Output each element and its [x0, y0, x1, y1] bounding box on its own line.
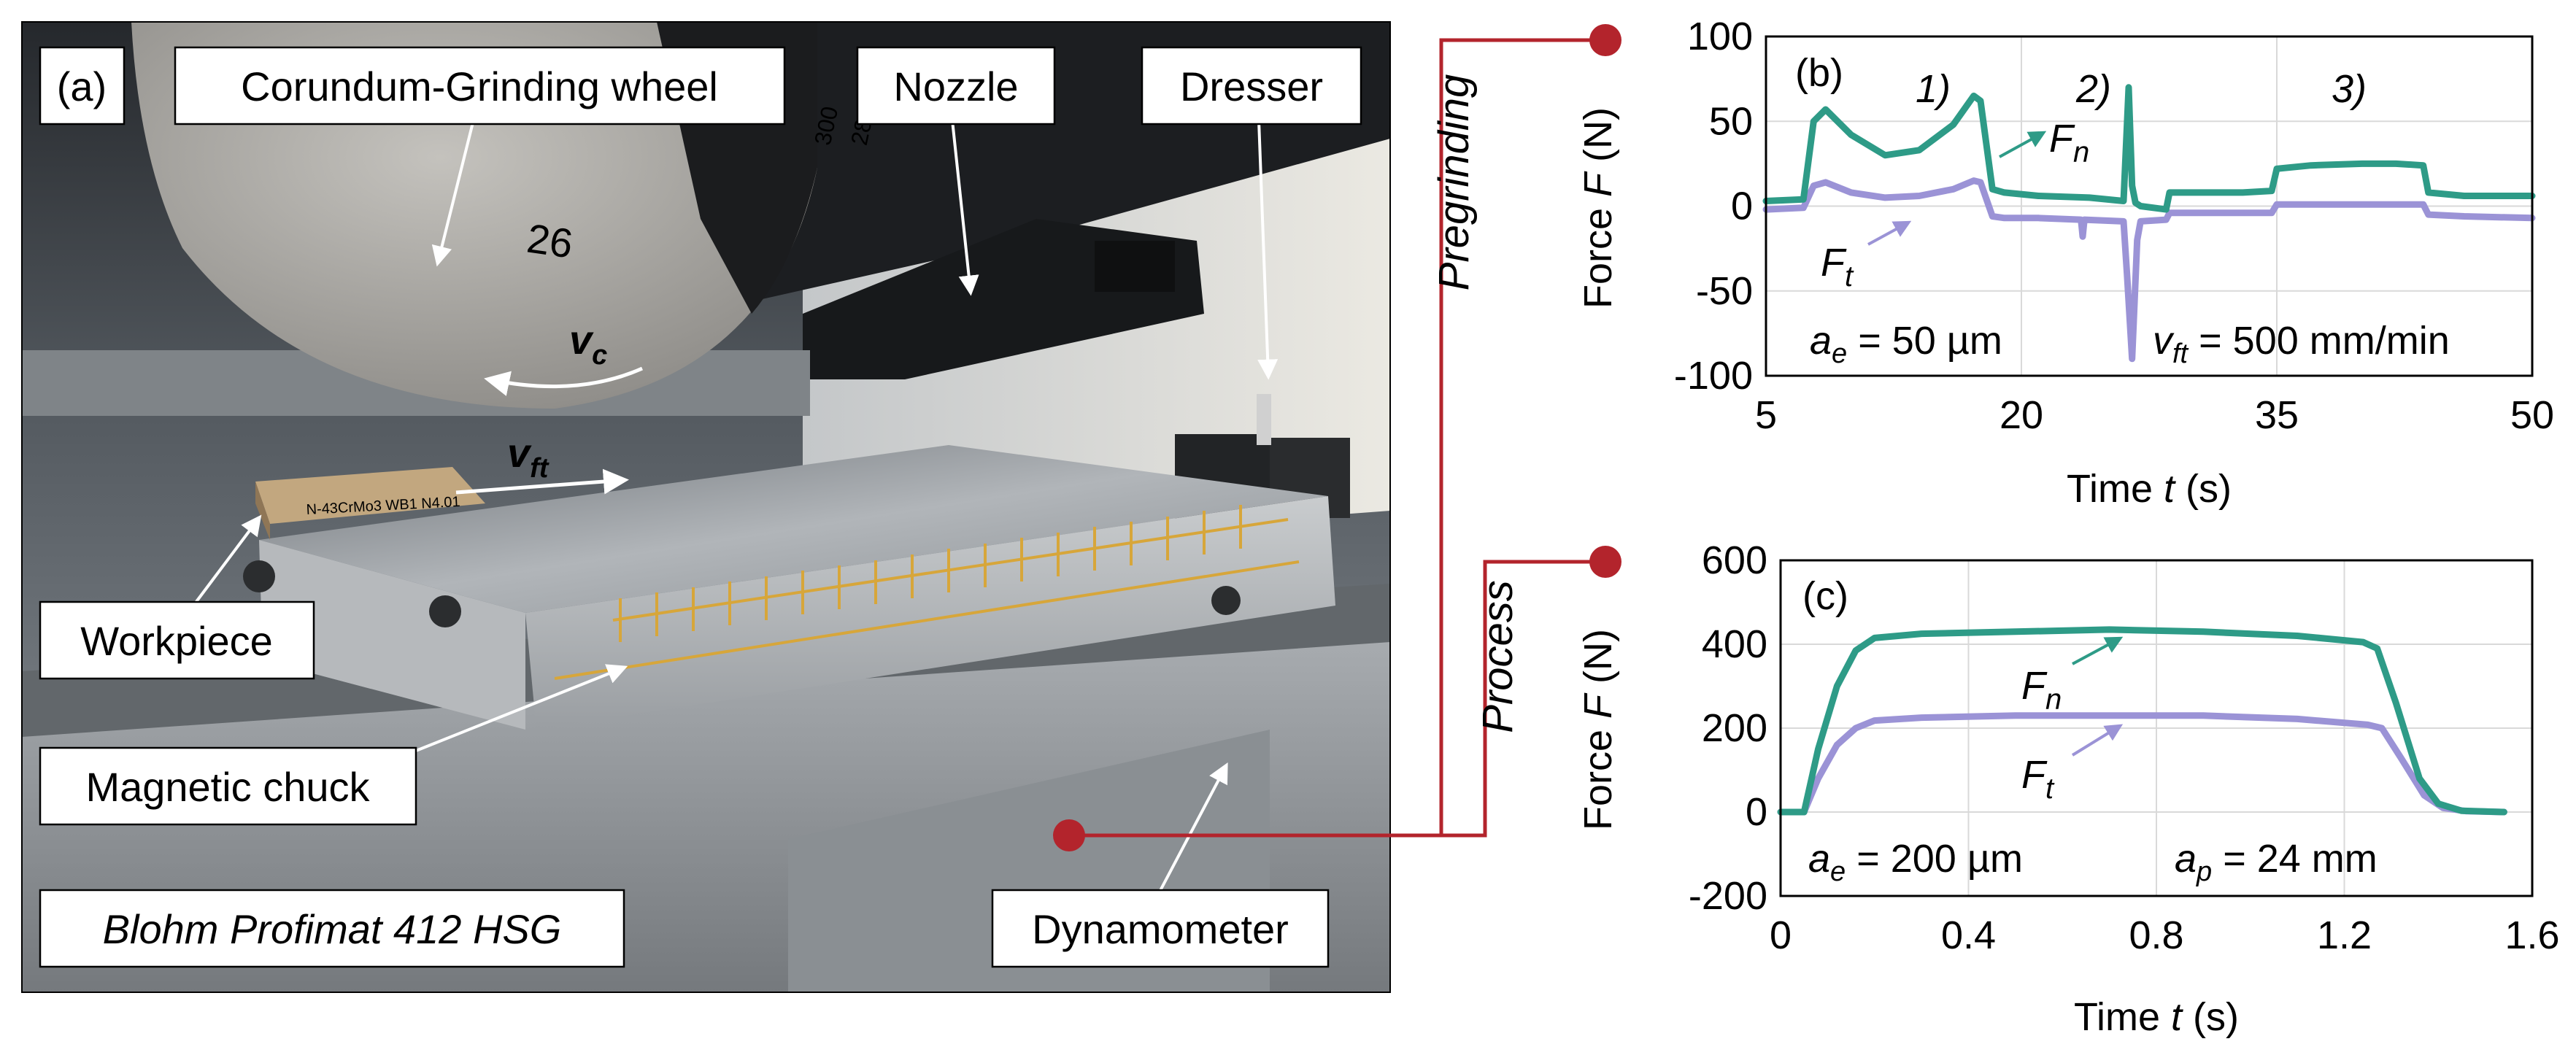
- label-workpiece: Workpiece: [39, 600, 315, 680]
- magnetic-chuck-side: [259, 540, 525, 730]
- chart-b-x-tick-label: 5: [1755, 393, 1777, 437]
- chart-b-fn-label: Fn: [2049, 117, 2089, 169]
- chart-c-y-tick-label: 400: [1702, 622, 1767, 666]
- chart-b-fn-leader: [1999, 131, 2047, 158]
- link-dot: [1589, 24, 1621, 56]
- chart-c-x-tick-label: 0.8: [2129, 913, 2183, 957]
- svg-text:Nozzle: Nozzle: [893, 63, 1018, 109]
- chuck-leader: [404, 664, 628, 757]
- label-panel-a: (a): [39, 46, 126, 125]
- chart-c-x-tick-label: 0: [1770, 913, 1792, 957]
- chart-c-y-ticks: 600 400 200 0 -200: [1689, 538, 1767, 918]
- chart-b-series: [1762, 84, 2536, 363]
- chart-c-x-tick-label: 1.6: [2504, 913, 2559, 957]
- link-dot: [1053, 819, 1085, 851]
- chart-b-y-tick-label: -100: [1674, 354, 1753, 398]
- chart-c-x-tick-label: 0.4: [1941, 913, 1996, 957]
- chart-c-y-tick-label: 200: [1702, 706, 1767, 750]
- chart-c-ap-annotation: ap = 24 mm: [2175, 837, 2378, 887]
- chart-b-phase-3: 3): [2332, 67, 2367, 111]
- label-machine: Blohm Profimat 412 HSG: [39, 889, 625, 968]
- chart-b-y-tick-label: -50: [1696, 269, 1753, 313]
- dynamometer-leader: [1155, 762, 1228, 898]
- vc-arrow: [484, 366, 644, 396]
- vft-arrow: [455, 468, 629, 495]
- dresser-leader: [1257, 120, 1279, 380]
- chart-c-y-tick-label: 0: [1746, 790, 1767, 834]
- nozzle-leader: [951, 120, 979, 296]
- chart-c-plot-frame: [1779, 559, 2534, 897]
- chart-b-x-tick-label: 35: [2255, 393, 2299, 437]
- pregrinding-label: Pregrinding: [1430, 74, 1478, 291]
- label-wheel: Corundum-Grinding wheel: [174, 46, 786, 125]
- photo-frame: [21, 21, 1391, 993]
- chart-c-ae-annotation: ae = 200 µm: [1808, 837, 2023, 887]
- chart-b-series-Ft: [1762, 177, 2536, 363]
- chart-b-phase-1: 1): [1916, 67, 1951, 111]
- label-dresser: Dresser: [1141, 46, 1362, 125]
- chart-c-x-tick-label: 1.2: [2317, 913, 2372, 957]
- label-dynamometer: Dynamometer: [991, 889, 1330, 968]
- process-label: Process: [1474, 580, 1522, 733]
- chart-c-panel-tag: (c): [1802, 574, 1848, 618]
- chart-c-y-tick-label: 600: [1702, 538, 1767, 582]
- chart-b-y-tick-label: 0: [1731, 185, 1753, 228]
- svg-text:(a): (a): [57, 63, 107, 109]
- chart-c-y-axis-title: Force F (N): [1576, 629, 1620, 830]
- bolt: [1211, 586, 1241, 615]
- wheel-leader: [431, 116, 476, 267]
- chart-b-x-tick-label: 50: [2510, 393, 2554, 437]
- label-nozzle: Nozzle: [856, 46, 1056, 125]
- svg-text:Corundum-Grinding wheel: Corundum-Grinding wheel: [241, 63, 718, 109]
- chart-c-fn-leader: [2072, 636, 2124, 665]
- chart-b-panel-tag: (b): [1795, 51, 1843, 95]
- label-magnetic-chuck: Magnetic chuck: [39, 746, 417, 826]
- chart-b-y-axis-title: Force F (N): [1576, 107, 1620, 309]
- link-connectors: Pregrinding Process: [1053, 24, 1621, 851]
- workpiece: [255, 467, 485, 524]
- wheel-marking-26: 26: [524, 215, 575, 266]
- svg-text:Workpiece: Workpiece: [80, 618, 273, 664]
- bolt: [429, 595, 461, 627]
- chart-b-x-axis-title: Time t (s): [2067, 467, 2232, 511]
- chart-b-y-tick-label: 50: [1709, 99, 1753, 143]
- chart-c-series-Fn: [1777, 626, 2507, 816]
- chart-c-y-tick-label: -200: [1689, 874, 1767, 918]
- chart-b-x-tick-label: 20: [2000, 393, 2043, 437]
- vft-symbol: vft: [507, 430, 549, 484]
- magnetic-chuck-top: [259, 445, 1328, 613]
- svg-text:Dynamometer: Dynamometer: [1032, 906, 1289, 952]
- vc-symbol: vc: [569, 317, 607, 371]
- chart-b-plot-frame: [1765, 35, 2534, 377]
- chart-c-ft-label: Ft: [2021, 753, 2055, 805]
- svg-text:Blohm Profimat 412 HSG: Blohm Profimat 412 HSG: [103, 906, 562, 952]
- chart-c-series-Ft: [1777, 712, 2507, 816]
- chart-c-series: [1777, 626, 2507, 816]
- svg-text:Magnetic chuck: Magnetic chuck: [85, 764, 370, 810]
- chart-c-fn-label: Fn: [2021, 664, 2062, 716]
- chart-b-ft-label: Ft: [1821, 241, 1854, 293]
- bolt: [243, 560, 275, 592]
- chuck-pole-lines: [554, 505, 1300, 680]
- chart-b-series-Fn: [1762, 84, 2536, 213]
- pregrinding-link: [1439, 38, 1605, 835]
- chart-b-y-tick-label: 100: [1687, 15, 1753, 58]
- chart-c-x-ticks: 0 0.4 0.8 1.2 1.6: [1770, 913, 2560, 957]
- chart-b-ae-annotation: ae = 50 µm: [1810, 319, 2002, 369]
- chart-b-ft-leader: [1867, 220, 1912, 246]
- svg-text:Dresser: Dresser: [1180, 63, 1323, 109]
- chart-b-y-ticks: 100 50 0 -50 -100: [1674, 15, 1753, 398]
- chart-b-vft-annotation: vft = 500 mm/min: [2153, 319, 2450, 369]
- workpiece-leader: [192, 514, 262, 607]
- photo-panel: 300 280 26: [22, 22, 1390, 992]
- chart-b-x-ticks: 5 20 35 50: [1755, 393, 2554, 437]
- process-link: [1069, 560, 1605, 838]
- chart-c-x-axis-title: Time t (s): [2074, 995, 2239, 1039]
- chart-b-phase-2: 2): [2075, 67, 2111, 111]
- chart-b: 100 50 0 -50 -100 5 20 35 50 (b) 1) 2) 3) Fn Ft…: [1576, 15, 2554, 511]
- chart-c-ft-leader: [2071, 724, 2124, 757]
- link-dot: [1589, 546, 1621, 578]
